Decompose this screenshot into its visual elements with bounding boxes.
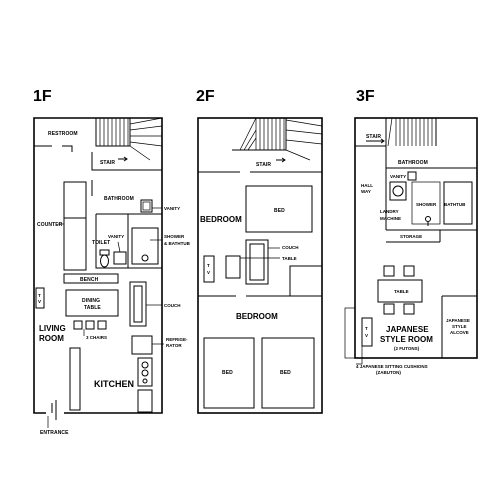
bedroom-label-2f-2: BEDROOM: [236, 312, 278, 321]
couch-1f: [129, 281, 147, 327]
couch-label-1f: COUCH: [164, 303, 181, 308]
japanese-room-label-1: JAPANESE: [386, 325, 429, 334]
bathroom-label-3f: BATHROOM: [398, 160, 428, 166]
cushions: [383, 265, 415, 315]
bathtub: [443, 181, 473, 225]
laundry-label-1: LANDRY: [380, 209, 399, 214]
tv-label-3f-t: T: [365, 326, 368, 331]
vanity-upper: [140, 199, 153, 213]
refrigerator: [131, 335, 153, 355]
hallway-label-2: WAY: [361, 189, 371, 194]
bed-label-2f-3: BED: [280, 370, 291, 376]
tv-label-3f-v: V: [365, 333, 368, 338]
stair-label-1f: STAIR: [100, 160, 115, 166]
tv-label-1f-v: V: [38, 299, 41, 304]
floor-label-2f: 2F: [196, 88, 215, 105]
stair-steps-3f: [385, 117, 437, 147]
sink: [137, 389, 153, 413]
refrigerator-label-2: RATOR: [166, 343, 182, 348]
alcove-label-2: STYLE: [452, 324, 467, 329]
dining-table: [65, 289, 119, 317]
tv-label-1f-t: T: [38, 293, 41, 298]
tv-1f: [35, 287, 45, 309]
dining-table-label-2: TABLE: [84, 305, 101, 311]
couch-2f: [245, 239, 269, 285]
tv-3f: [361, 317, 373, 347]
stair-label-3f: STAIR: [366, 134, 381, 140]
hallway-label-1: HALL: [361, 183, 373, 188]
bathroom-label-1f: BATHROOM: [104, 196, 134, 202]
storage-label: STORAGE: [400, 234, 422, 239]
shower-bathtub-label-1: SHOWER: [164, 234, 185, 239]
dining-table-label-1: DINING: [82, 298, 100, 304]
floor-label-3f: 3F: [356, 88, 375, 105]
floor-1f: STAIR RESTROOM BATHROOM VANITY COUNTER T…: [33, 117, 191, 436]
counter-label: COUNTER: [37, 222, 63, 228]
living-room-label-1: LIVING: [39, 324, 66, 333]
entrance-label: ENTRANCE: [40, 430, 69, 436]
toilet-fixture: [99, 249, 110, 268]
futons-label: (2 FUTONS): [394, 346, 420, 351]
stair-steps-2f: [239, 117, 323, 161]
floor-3f: STAIR BATHROOM HALL WAY VANITY LANDRY MA…: [344, 117, 478, 375]
kitchen-counter: [69, 347, 81, 411]
shower-bathtub-label-2: & BATHTUB: [164, 241, 191, 246]
table-label-3f: TABLE: [394, 289, 409, 294]
vanity-label-lower: VANITY: [108, 234, 124, 239]
table-3f: [377, 279, 423, 303]
restroom-label: RESTROOM: [48, 131, 78, 137]
bedroom-label-2f-1: BEDROOM: [200, 215, 242, 224]
bench-label: BENCH: [80, 277, 99, 283]
tv-label-2f-v: V: [207, 270, 210, 275]
counter: [63, 181, 87, 219]
tv-2f: [203, 255, 215, 283]
toilet-label: TOILET: [92, 240, 110, 246]
floor-2f: STAIR BEDROOM BED COUCH TABLE T V BEDROO…: [197, 117, 323, 414]
bathtub-label: BATHTUB: [444, 202, 466, 207]
vanity-label-upper: VANITY: [164, 206, 180, 211]
floor-label-1f: 1F: [33, 88, 52, 105]
japanese-room-label-2: STYLE ROOM: [380, 335, 433, 344]
cushions-label-2: (ZABUTON): [376, 370, 401, 375]
couch-label-2f: COUCH: [282, 245, 299, 250]
laundry-label-2: MACHINE: [380, 216, 401, 221]
tv-label-2f-t: T: [207, 263, 210, 268]
living-room-label-2: ROOM: [39, 334, 64, 343]
bed-2f-2: [203, 337, 255, 409]
bed-2f-3: [261, 337, 315, 409]
stair-label-2f: STAIR: [256, 162, 271, 168]
bed-2f-1: [245, 185, 313, 233]
bed-label-2f-1: BED: [274, 208, 285, 214]
table-label-2f: TABLE: [282, 256, 297, 261]
table-2f: [225, 255, 241, 279]
bed-label-2f-2: BED: [222, 370, 233, 376]
stair-steps-1f: [99, 117, 163, 161]
vanity-label-3f: VANITY: [390, 174, 406, 179]
vanity-lower: [113, 251, 127, 265]
chairs-label: 3 CHAIRS: [86, 335, 107, 340]
alcove-label-1: JAPANESE: [446, 318, 470, 323]
shower-label-3f: SHOWER: [416, 202, 437, 207]
cushions-label-1: 4 JAPANESE SITTING CUSHIONS: [356, 364, 428, 369]
shower-area: [411, 181, 441, 225]
alcove-label-3: ALCOVE: [450, 330, 469, 335]
kitchen-label: KITCHEN: [94, 379, 134, 389]
bench: [63, 273, 119, 284]
chairs: [73, 320, 107, 330]
refrigerator-label-1: REFRIGE-: [166, 337, 188, 342]
vanity-3f: [407, 171, 417, 181]
